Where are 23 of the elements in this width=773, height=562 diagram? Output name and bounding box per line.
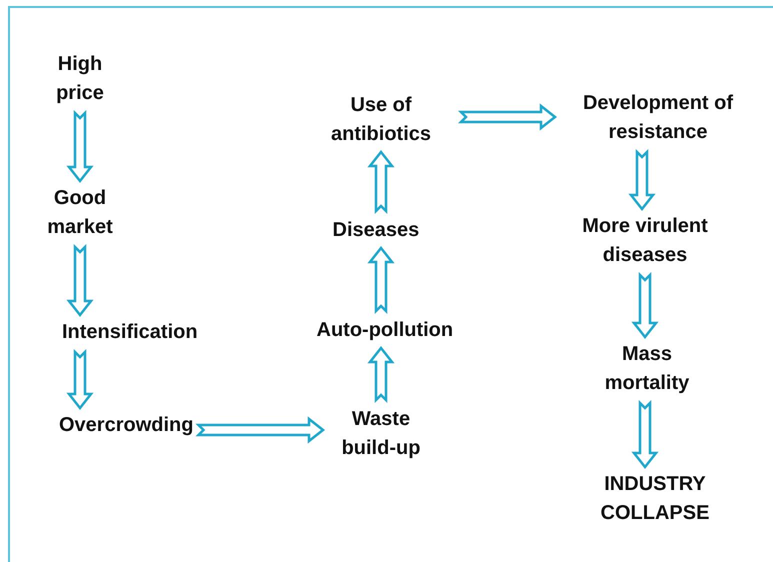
step-label: Intensification <box>62 318 198 347</box>
block-arrow <box>631 400 659 470</box>
block-arrow <box>367 346 395 404</box>
step-label: Mass mortality <box>592 340 702 398</box>
block-arrow <box>66 244 94 318</box>
step-label: High price <box>45 50 115 108</box>
block-arrow <box>631 272 659 340</box>
block-arrow <box>367 150 395 214</box>
block-arrow <box>367 246 395 314</box>
block-arrow <box>195 416 326 444</box>
step-label: Use of antibiotics <box>306 91 456 149</box>
step-label: More virulent diseases <box>555 212 735 270</box>
block-arrow <box>66 110 94 184</box>
step-label: Auto-pollution <box>316 316 454 345</box>
step-label: INDUSTRY COLLAPSE <box>580 470 730 528</box>
step-label: Good market <box>35 184 125 242</box>
block-arrow <box>458 103 558 131</box>
block-arrow <box>628 148 656 212</box>
step-label: Overcrowding <box>59 411 194 440</box>
step-label: Development of resistance <box>558 89 758 147</box>
block-arrow <box>66 348 94 410</box>
step-label: Waste build-up <box>326 405 436 463</box>
step-label: Diseases <box>332 216 420 245</box>
